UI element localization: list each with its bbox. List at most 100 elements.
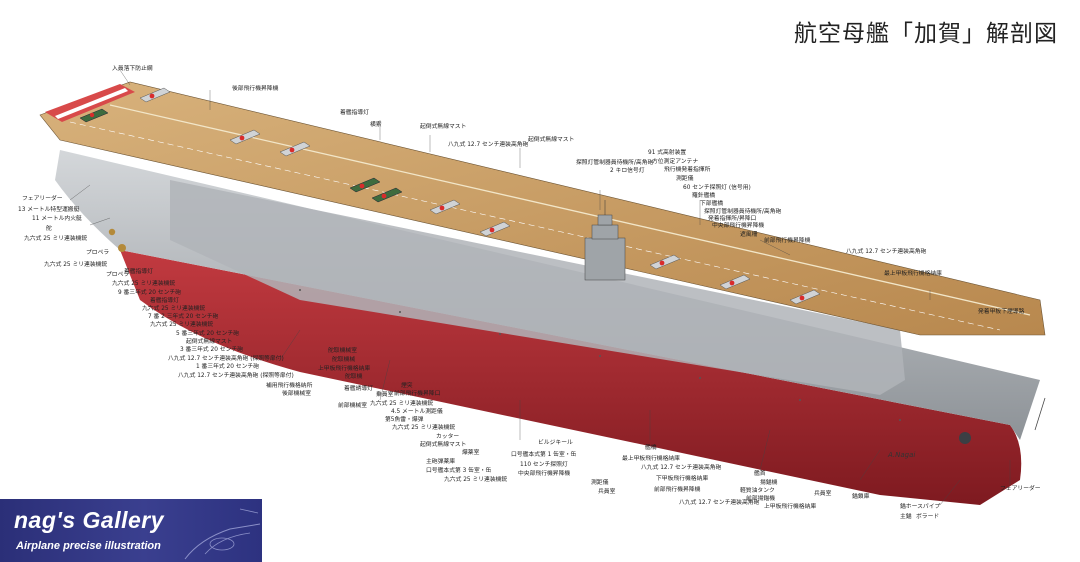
badge-title: nag's Gallery — [14, 507, 165, 533]
bow-flagstaff — [1034, 397, 1046, 431]
callout-bottom-38: フェアリーダー — [1000, 486, 1041, 492]
callout-left-7: 九六式 25 ミリ連装機銃 — [44, 262, 108, 268]
callout-left-21: 八九式 12.7 センチ連装高角砲 (探照等扉付) — [178, 373, 294, 379]
callout-left-5: 九六式 25 ミリ連装機銃 — [24, 236, 88, 242]
callout-bottom-13: カッター — [436, 434, 460, 440]
badge-subtitle: Airplane precise illustration — [16, 540, 161, 552]
callout-bottom-16: 主砲弾薬庫 — [426, 459, 455, 465]
deck-stripe-2 — [69, 121, 1001, 331]
portholes — [299, 289, 901, 421]
callout-left-0: 入員落下防止網 — [112, 66, 153, 72]
callout-left-1: フェアリーダー — [22, 196, 63, 202]
callout-bottom-29: 前部飛行機昇降機 — [654, 487, 701, 493]
plane-outline-icon — [184, 508, 261, 560]
callout-left-12: 着艦指導灯 — [150, 298, 179, 304]
callout-top-11: 測距儀 — [676, 176, 694, 182]
callout-bottom-1: 舵取機械 — [332, 357, 356, 363]
callout-bottom-27: 八九式 12.7 センチ連装高角砲 — [641, 465, 722, 471]
callout-top-5: 起倒式無線マスト — [528, 137, 575, 143]
callout-bottom-3: 舵取機 — [345, 374, 363, 380]
callout-bottom-37: 錨鎖庫 — [852, 494, 870, 500]
callout-bottom-41: ボラード — [916, 514, 940, 520]
hull-bottom — [120, 250, 1022, 505]
callout-left-23: 後部機械室 — [282, 391, 311, 397]
callout-top-12: 60 センチ探照灯 (信号用) — [683, 185, 751, 191]
callout-left-11: 9 番三年式 20 センチ砲 — [118, 290, 181, 296]
callout-bottom-15: 爆薬室 — [462, 450, 480, 456]
callout-top-9: 2 キロ信号灯 — [610, 168, 645, 174]
callout-bottom-20: 口号艦本式第 1 缶室・缶 — [511, 452, 577, 458]
callout-top-21: 最上甲板飛行機格納庫 — [884, 271, 942, 277]
callout-left-16: 5 番三年式 20 センチ砲 — [176, 331, 239, 337]
callout-bottom-28: 下甲板飛行機格納庫 — [656, 476, 709, 482]
callout-top-7: 探照灯管制器員待機所/高角砲 — [576, 160, 654, 166]
callout-top-13: 羅針艦橋 — [692, 193, 716, 199]
callout-top-18: 遮風柵 — [740, 232, 758, 238]
callout-left-8: プロペラ — [106, 272, 130, 278]
callout-bottom-21: 110 センチ探照灯 — [520, 462, 568, 468]
callout-top-15: 探照灯管制器員待機所/高角砲 — [704, 209, 782, 215]
callout-left-17: 起倒式無線マスト — [186, 339, 233, 345]
callout-bottom-9: 乗員室 — [376, 392, 394, 398]
callout-left-4: 舵 — [46, 226, 52, 232]
leader-lines — [69, 69, 1011, 506]
callout-bottom-31: 艦首 — [754, 471, 766, 477]
callout-bottom-2: 上甲板飛行機格納庫 — [318, 366, 371, 372]
callout-top-14: 下部艦橋 — [700, 201, 724, 207]
callout-bottom-7: 着艦誘導灯 — [344, 386, 373, 392]
callout-bottom-36: 兵員室 — [814, 491, 832, 497]
callout-left-2: 13 メートル特型運搬艇 — [18, 207, 80, 213]
callout-left-6: プロペラ — [86, 250, 110, 256]
callout-bottom-33: 軽質油タンク — [740, 488, 775, 494]
callout-top-4: 八九式 12.7 センチ連装高角砲 — [448, 142, 529, 148]
callout-bottom-40: 主錨 — [900, 514, 912, 520]
callout-left-19: 八九式 12.7 センチ連装高角砲 (探照等扉付) — [168, 356, 284, 362]
callout-top-10: 飛行機発着指揮所 — [664, 167, 711, 173]
gallery-badge[interactable]: nag's Gallery Airplane precise illustrat… — [0, 499, 262, 562]
callout-bottom-26: 最上甲板飛行機格納庫 — [622, 456, 680, 462]
callout-left-3: 11 メートル内火艇 — [32, 216, 82, 222]
callout-left-13: 九六式 25 ミリ連装機銃 — [142, 306, 206, 312]
callout-left-9: 着艦指導灯 — [124, 269, 153, 275]
callout-bottom-6: 前部飛行機昇降口 — [394, 391, 441, 397]
propellers — [108, 228, 126, 252]
callout-top-2: 横索 — [370, 122, 382, 128]
callout-bottom-18: ビルジキール — [538, 440, 573, 446]
deck-aircraft-green — [79, 108, 403, 203]
callout-bottom-11: 4.5 メートル測距儀 — [391, 409, 443, 415]
callout-top-8: 方位測定アンテナ — [652, 159, 699, 165]
callout-left-14: 7 番 2 三年式 20 センチ砲 — [148, 314, 219, 320]
callout-left-15: 九六式 25 ミリ連装機銃 — [150, 322, 214, 328]
callout-bottom-4: 前部機械室 — [338, 403, 367, 409]
callout-bottom-30: 八九式 12.7 センチ連装高角砲 — [679, 500, 760, 506]
bow-emblem — [959, 432, 971, 444]
callout-bottom-17: 口号艦本式第 3 缶室・缶 — [426, 468, 492, 474]
callout-bottom-34: 前部揚錨機 — [746, 496, 775, 502]
callout-bottom-24: 兵員室 — [598, 489, 616, 495]
callout-left-18: 3 番三年式 20 センチ砲 — [180, 347, 243, 353]
callout-bottom-39: 錨ホースパイプ — [900, 504, 941, 510]
callout-bottom-14: 起倒式無線マスト — [420, 442, 467, 448]
callout-top-17: 中央部飛行機昇降機 — [712, 223, 765, 229]
flight-deck — [39, 81, 1046, 336]
hangar-cutaway — [170, 180, 905, 395]
callout-bottom-23: 測距儀 — [591, 480, 609, 486]
deck-aircraft — [139, 87, 821, 305]
callout-top-1: 着艦指導灯 — [340, 110, 369, 116]
callout-bottom-32: 揚錨機 — [760, 480, 778, 486]
callout-bottom-10: 第5魚雷・爆弾 — [385, 417, 424, 423]
callout-top-20: 八九式 12.7 センチ連装高角砲 — [846, 249, 927, 255]
callout-top-0: 後部飛行機昇降機 — [232, 86, 279, 92]
callout-bottom-12: 九六式 25 ミリ連装機銃 — [392, 425, 456, 431]
callout-bottom-0: 舵取機械室 — [328, 348, 357, 354]
callout-top-22: 発着甲板下煙導路 — [978, 309, 1025, 315]
callout-left-10: 九六式 25 ミリ連装機銃 — [112, 281, 176, 287]
callout-left-20: 1 番三年式 20 センチ砲 — [196, 364, 259, 370]
callout-bottom-25: 艦橋 — [645, 445, 657, 451]
page-title: 航空母艦「加賀」解剖図 — [794, 21, 1058, 47]
callout-bottom-8: 九六式 25 ミリ連装機銃 — [370, 401, 434, 407]
artist-signature: A.Nagai — [888, 451, 916, 459]
callout-bottom-19: 九六式 25 ミリ連装機銃 — [444, 477, 508, 483]
callout-top-16: 発着指揮所/昇降口 — [708, 216, 757, 222]
